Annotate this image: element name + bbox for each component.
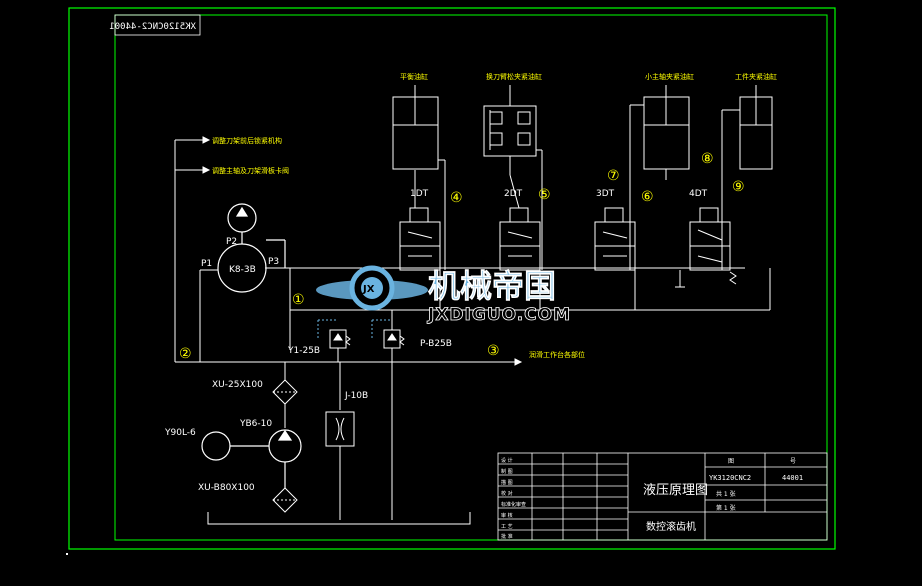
title-row-5: 标准化审查 [501,501,526,508]
motor-label: Y90L-6 [164,428,196,438]
circle-number-6: ⑥ [641,189,654,205]
title-row-6: 审 核 [501,512,513,519]
code-box [114,14,201,36]
valve-3dt [594,169,667,271]
filter-xu-25x100 [272,379,298,428]
lubrication-line [200,358,523,520]
sheet-no: 第 1 张 [716,504,736,512]
cylinder-2-label: 换刀臂松夹紧油缸 [486,72,542,81]
valve-1dt [399,170,441,271]
circle-number-9: ⑨ [732,179,745,195]
circle-number-3: ③ [487,343,500,359]
cylinder-3-label: 小主轴夹紧油缸 [645,72,694,81]
circle-number-1: ① [292,292,305,308]
drawing-title: 液压原理图 [643,483,708,498]
filter-xu-b80x100 [272,487,298,513]
logo-letters: JX [362,284,375,295]
relief-valve-y1 [317,319,351,362]
callout-1: 调整刀架前后锁紧机构 [212,136,282,145]
sheet-total: 共 1 张 [716,490,736,498]
valve-2dt [499,174,541,271]
pump-name: K8-3B [229,265,256,275]
watermark-logo: JX [316,265,428,311]
pump-p2: P2 [226,237,237,247]
cylinder-3 [629,85,690,270]
cylinder-1 [392,85,446,270]
valve-1dt-label: 1DT [410,189,429,199]
header-fig: 图 [728,458,734,465]
valve-4dt [675,207,737,288]
valve-4dt-label: 4DT [689,189,708,199]
circle-number-2: ② [179,346,192,362]
callout-2: 调整主轴及刀架滑板卡阀 [212,166,289,175]
title-block [497,452,828,541]
motor-y90l-6 [201,431,231,461]
pump-k8-3b [217,203,286,293]
machine-name: 数控滚齿机 [646,520,696,533]
title-row-2: 制 图 [501,468,513,475]
gear-pump-label: YB6-10 [239,419,272,429]
header-no: 号 [790,458,796,465]
corner-dot [66,553,68,555]
outer-frame [68,7,836,550]
relief-valve-label: Y1-25B [287,346,320,356]
cylinder-4 [721,85,773,270]
left-callout-lines [174,136,218,363]
valve-2dt-label: 2DT [504,189,523,199]
watermark-title: 机械帝国 [428,267,556,305]
title-row-8: 批 准 [501,533,513,540]
filter2-label: XU-B80X100 [198,483,255,493]
circle-number-7: ⑦ [607,168,620,184]
circle-number-5: ⑤ [538,187,551,203]
valve-3dt-label: 3DT [596,189,615,199]
circle-number-8: ⑧ [701,151,714,167]
watermark-url: JXDIGUO.COM [427,305,571,325]
drawing-code: YK3120CNC2 [709,474,751,482]
pressure-valve-pb25b [371,310,405,362]
cylinder-2 [483,85,543,270]
title-row-1: 设 计 [501,457,513,464]
cylinder-1-label: 平衡油缸 [400,72,428,81]
title-row-4: 校 对 [501,490,513,497]
cylinder-4-label: 工件夹紧油缸 [735,72,777,81]
title-row-7: 工 艺 [501,524,513,530]
pressure-valve-label: P-B25B [420,339,452,349]
throttle-label: J-10B [344,391,368,401]
title-row-3: 描 图 [501,479,513,486]
inner-frame [114,14,828,541]
filter1-label: XU-25X100 [212,380,263,390]
pump-p3: P3 [268,257,279,267]
drawing-number: 44001 [782,474,803,482]
throttle-j-10b [325,411,355,520]
gear-pump-yb6-10 [230,429,302,488]
mirrored-code: XK5120CNC2-44001 [109,22,196,32]
circle-number-4: ④ [450,190,463,206]
oil-tank [207,512,471,525]
callout-3: 润滑工作台各部位 [529,350,585,359]
pump-p1: P1 [201,259,212,269]
